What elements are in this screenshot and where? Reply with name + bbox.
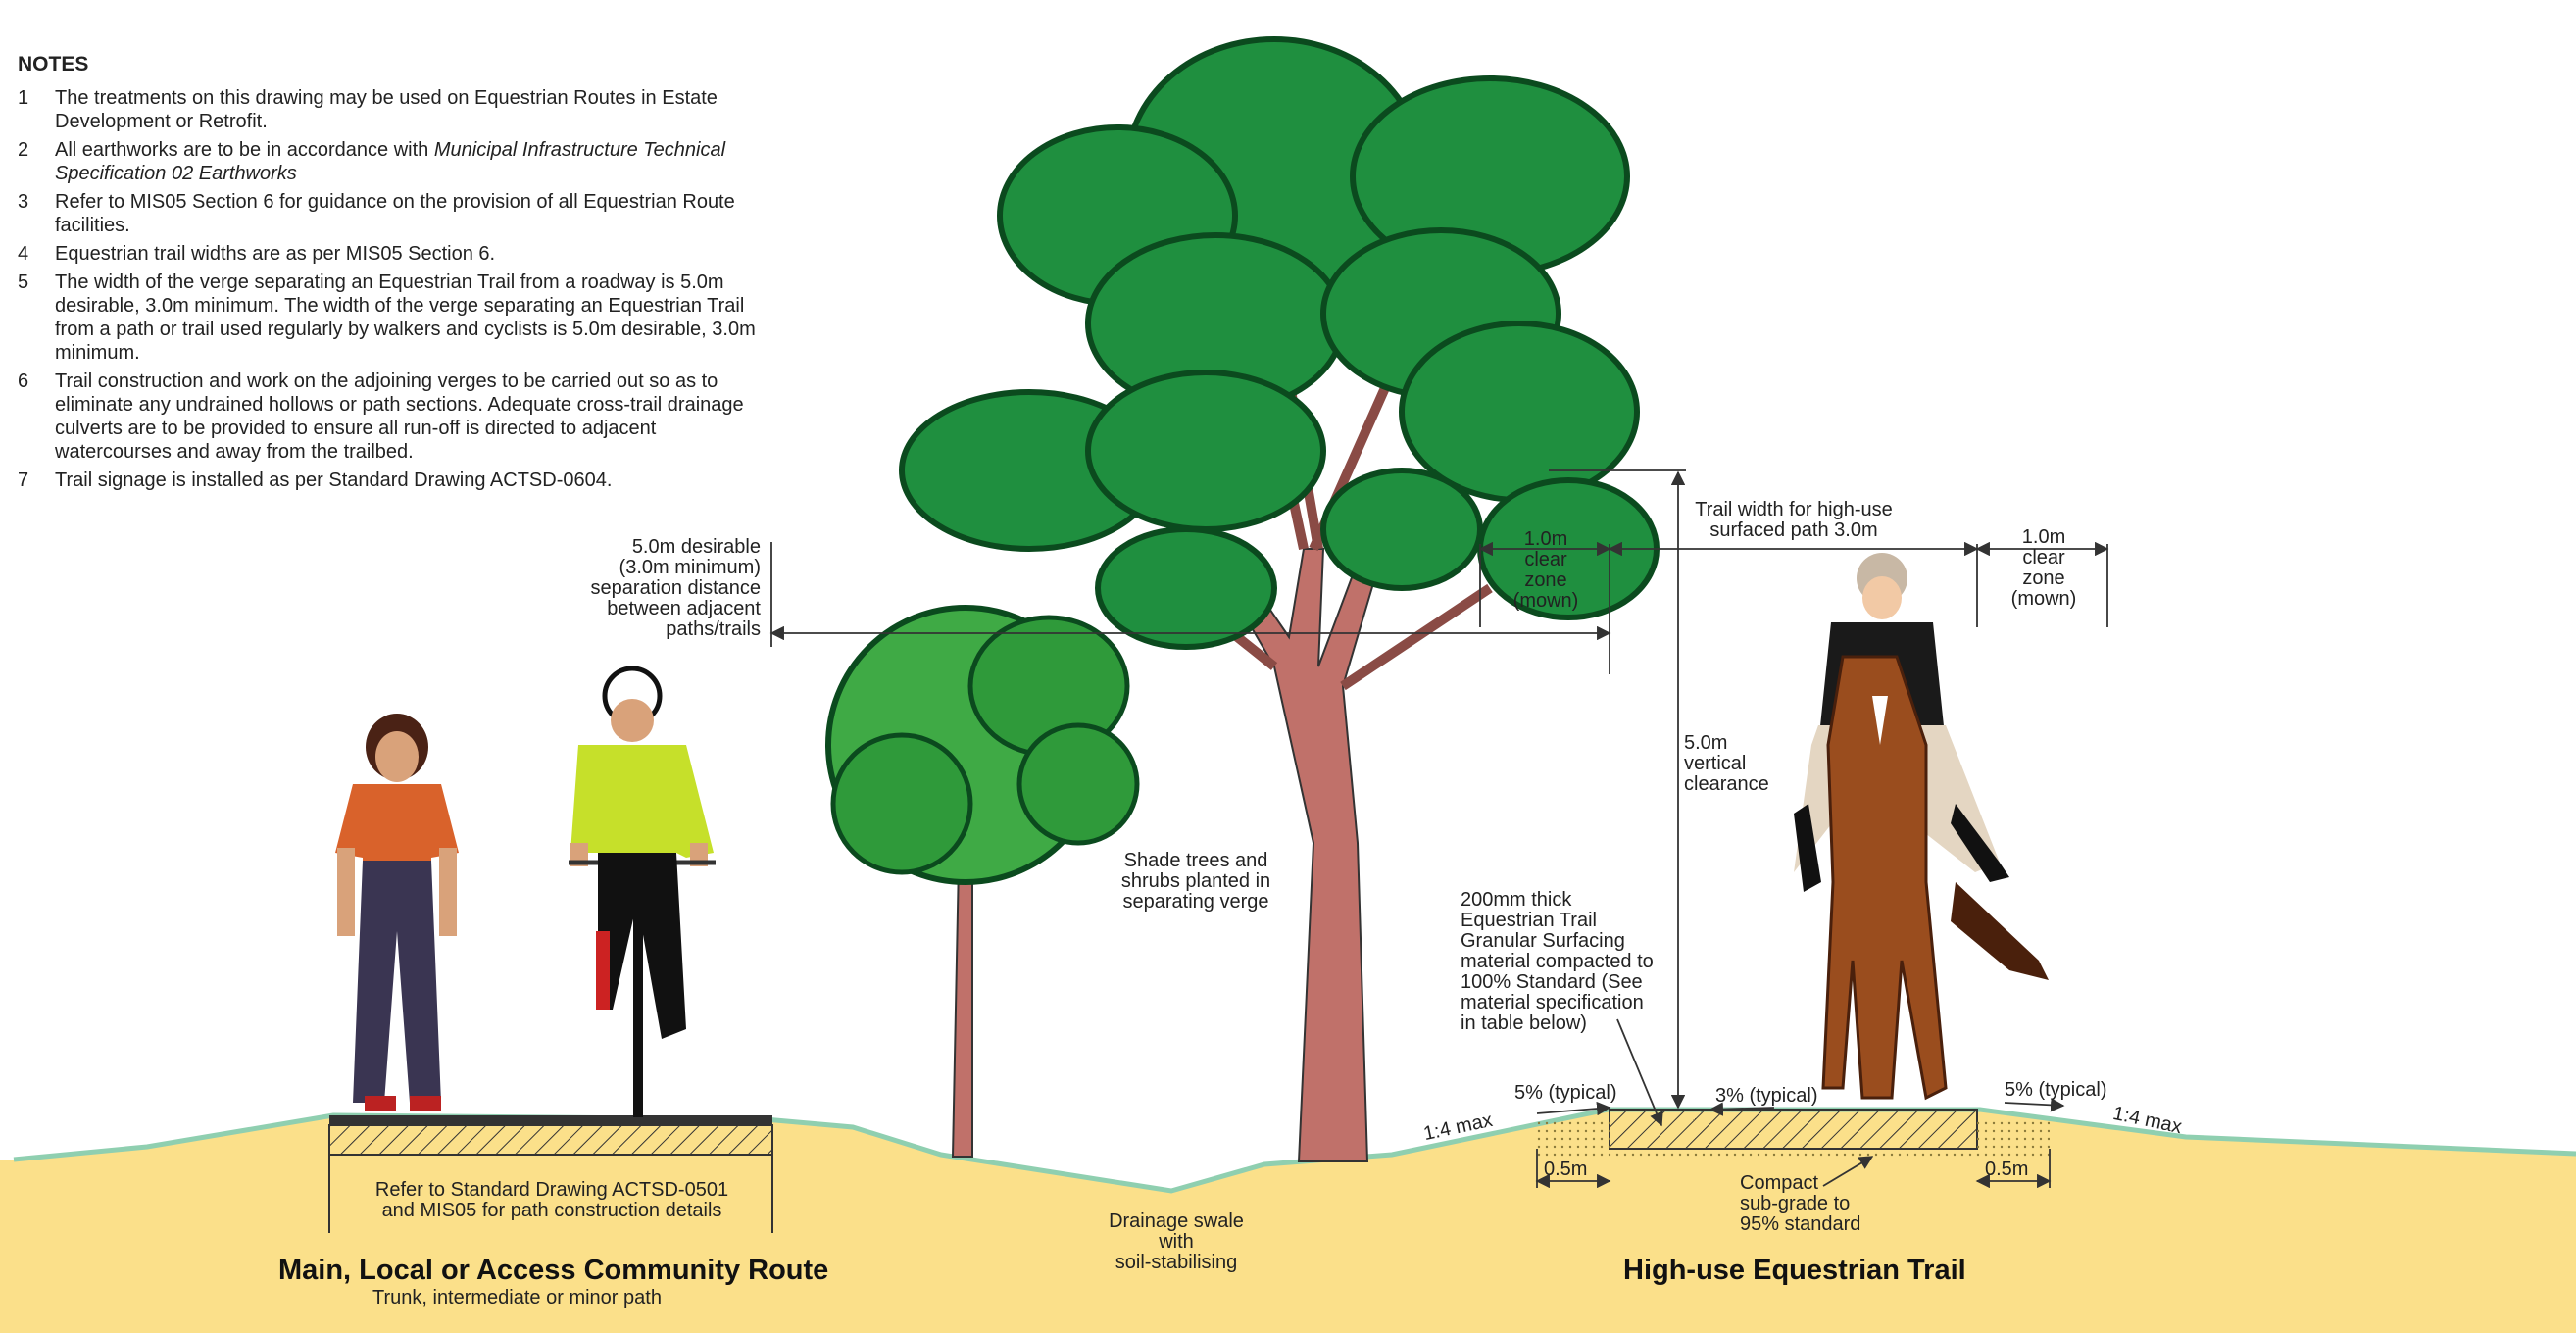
- note-text-prefix: All earthworks are to be in accordance w…: [55, 139, 434, 161]
- pedestrian-icon: [335, 714, 459, 1111]
- note-text: All earthworks are to be in accordance w…: [55, 138, 763, 185]
- note-text: Refer to MIS05 Section 6 for guidance on…: [55, 191, 735, 236]
- subgrade-dots-mid: [1610, 1149, 1977, 1159]
- community-route-title: Main, Local or Access Community Route: [278, 1255, 829, 1286]
- note-text: The treatments on this drawing may be us…: [55, 87, 718, 132]
- note-number: 3: [18, 191, 29, 213]
- note-text: Trail signage is installed as per Standa…: [55, 469, 613, 491]
- note-text-italic: Municipal Infrastructure Technical Speci…: [55, 139, 726, 184]
- horse-rider-icon: [1794, 553, 2049, 1101]
- note-item: 6 Trail construction and work on the adjo…: [18, 370, 763, 464]
- note-number: 5: [18, 272, 29, 293]
- subgrade-dots-right: [1977, 1117, 2050, 1157]
- offset-left-label: 0.5m: [1544, 1159, 1588, 1180]
- clear-zone-right-label: 1.0m clear zone (mown): [2010, 526, 2077, 610]
- equestrian-trail-title: High-use Equestrian Trail: [1623, 1255, 1966, 1286]
- tree-icon: [899, 36, 1660, 1162]
- ground-profile: [0, 1110, 2576, 1333]
- shade-trees-label: Shade trees and shrubs planted in separa…: [1120, 850, 1271, 913]
- drainage-swale-label: Drainage swale with soil-stabilising: [1109, 1210, 1244, 1273]
- note-number: 7: [18, 469, 29, 491]
- note-item: 3 Refer to MIS05 Section 6 for guidance o…: [18, 190, 763, 237]
- clear-zone-left-label: 1.0m clear zone (mown): [1512, 528, 1579, 612]
- subgrade-dots-left: [1537, 1117, 1610, 1157]
- vertical-clearance-label: 5.0m vertical clearance: [1684, 732, 1769, 795]
- shrub-icon: [825, 605, 1140, 1158]
- note-number: 4: [18, 243, 29, 265]
- note-number: 1: [18, 87, 29, 109]
- trail-surfacing-hatch: [1609, 1109, 1978, 1150]
- note-text: Equestrian trail widths are as per MIS05…: [55, 243, 496, 265]
- subgrade-label: Compact sub-grade to 95% standard: [1740, 1172, 1861, 1235]
- notes-heading: NOTES: [18, 53, 89, 75]
- dimension-lines: [769, 469, 2109, 1189]
- slope-left-label: 5% (typical): [1514, 1082, 1617, 1104]
- separation-distance-label: 5.0m desirable (3.0m minimum) separation…: [590, 536, 761, 640]
- community-route-subtitle: Trunk, intermediate or minor path: [372, 1287, 662, 1308]
- note-text: The width of the verge separating an Equ…: [55, 272, 756, 364]
- trail-width-label: Trail width for high-use surfaced path 3…: [1695, 499, 1893, 541]
- note-number: 6: [18, 370, 29, 392]
- note-item: 1 The treatments on this drawing may be u…: [18, 86, 763, 133]
- crossfall-label: 3% (typical): [1715, 1085, 1818, 1107]
- note-item: 5 The width of the verge separating an Eq…: [18, 271, 763, 365]
- offset-right-label: 0.5m: [1985, 1159, 2029, 1180]
- note-text: Trail construction and work on the adjoi…: [55, 370, 744, 463]
- note-item: 7 Trail signage is installed as per Stand…: [18, 469, 763, 492]
- note-item: 2 All earthworks are to be in accordance …: [18, 138, 763, 185]
- notes-panel: NOTES 1 The treatments on this drawing ma…: [18, 53, 763, 497]
- note-item: 4 Equestrian trail widths are as per MIS0…: [18, 242, 763, 266]
- path-reference-label: Refer to Standard Drawing ACTSD-0501 and…: [374, 1179, 729, 1221]
- note-number: 2: [18, 139, 29, 161]
- path-pavement: [329, 1115, 772, 1125]
- cyclist-icon: [569, 666, 716, 1117]
- slope-right-label: 5% (typical): [2005, 1079, 2107, 1101]
- surfacing-material-label: 200mm thick Equestrian Trail Granular Su…: [1461, 889, 1654, 1034]
- path-base-hatch: [328, 1124, 773, 1156]
